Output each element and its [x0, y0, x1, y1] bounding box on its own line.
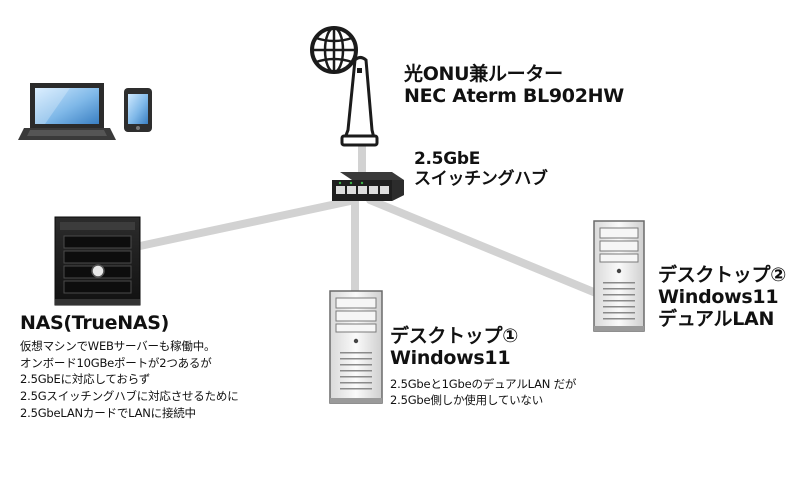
link-switch-desktop2: [366, 196, 600, 297]
router-label-line1: 光ONU兼ルーター: [404, 63, 563, 85]
desktop1-label-line2: Windows11: [390, 346, 511, 369]
nas-note: 2.5GbEに対応しておらず: [20, 372, 151, 387]
switch-label-line1: 2.5GbE: [414, 149, 481, 169]
desktop1-note: 2.5Gbe側しか使用していない: [390, 393, 544, 408]
laptop-icon: [18, 83, 116, 140]
nas-note: 2.5GbeLANカードでLANに接続中: [20, 405, 196, 420]
nas-notes: 仮想マシンでWEBサーバーも稼働中。 オンボード10GBeポートが2つあるが 2…: [20, 338, 239, 421]
nas-title: NAS(TrueNAS): [20, 312, 170, 334]
desktop1-note: 2.5Gbeと1GbeのデュアルLAN だが: [390, 376, 577, 391]
desktop1-label: デスクトップ① Windows11 2.5Gbeと1GbeのデュアルLAN だが…: [390, 325, 576, 409]
switch-label: 2.5GbE スイッチングハブ: [414, 149, 548, 189]
nas-label: NAS(TrueNAS) 仮想マシンでWEBサーバーも稼働中。 オンボード10G…: [20, 312, 239, 421]
nas-note: オンボード10GBeポートが2つあるが: [20, 355, 212, 370]
switch-icon: [332, 172, 404, 201]
desktop1-label-line1: デスクトップ①: [390, 325, 518, 347]
desktop2-tower-icon: [593, 220, 645, 332]
switch-label-line2: スイッチングハブ: [414, 168, 548, 189]
desktop2-label-line1: デスクトップ②: [658, 264, 786, 286]
smartphone-icon: [124, 88, 152, 132]
router-label-line2: NEC Aterm BL902HW: [404, 84, 624, 107]
router-icon: [310, 26, 379, 147]
desktop2-label-line3: デュアルLAN: [658, 307, 775, 330]
nas-note: 仮想マシンでWEBサーバーも稼働中。: [20, 338, 216, 353]
nas-note: 2.5Gスイッチングハブに対応させるために: [20, 388, 239, 403]
nas-icon: [54, 216, 141, 306]
desktop2-label: デスクトップ② Windows11 デュアルLAN: [658, 264, 786, 331]
connection-links: [136, 141, 600, 297]
globe-icon: [310, 26, 358, 74]
desktop1-tower-icon: [329, 290, 383, 404]
desktop2-label-line2: Windows11: [658, 285, 779, 308]
desktop1-notes: 2.5Gbeと1GbeのデュアルLAN だが 2.5Gbe側しか使用していない: [390, 376, 576, 409]
link-switch-nas: [136, 196, 359, 250]
router-label: 光ONU兼ルーター NEC Aterm BL902HW: [404, 63, 624, 108]
